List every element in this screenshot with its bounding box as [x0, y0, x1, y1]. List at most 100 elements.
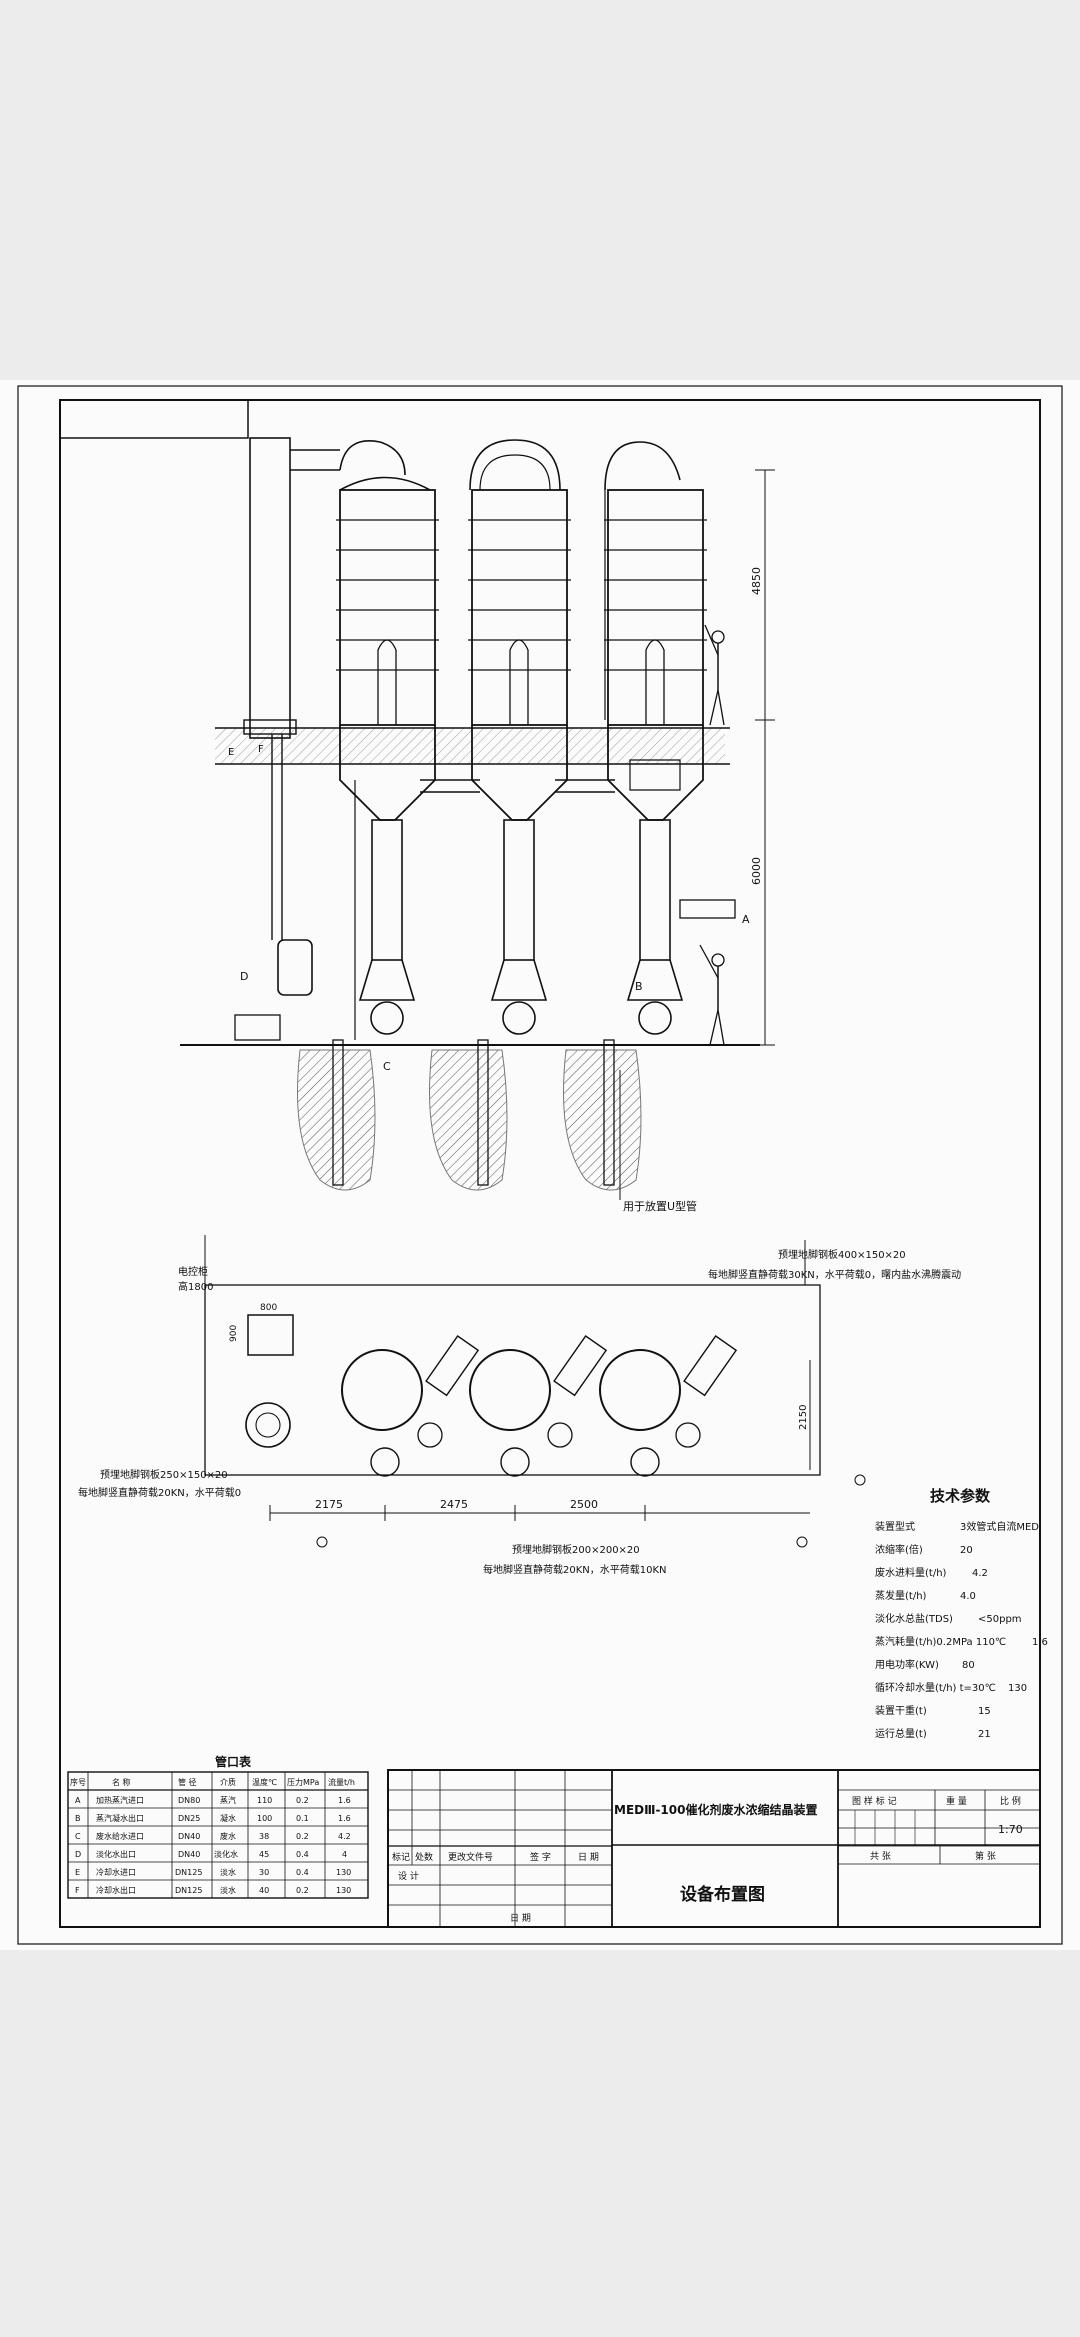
nozzle-cell: 0.2	[296, 1886, 309, 1895]
foundation-pit-2	[429, 1049, 508, 1191]
dim-2175: 2175	[315, 1498, 343, 1511]
nozzle-cell: 1.6	[338, 1796, 351, 1805]
param-label: 循环冷却水量(t/h) t=30℃	[875, 1681, 996, 1694]
tb-date: 日 期	[510, 1913, 531, 1924]
nozzle-table: 管口表 序号 名 称 管 径 介质 温度℃ 压力MPa 流量t/h A 加热蒸汽…	[67, 1754, 369, 1899]
nozzle-cell: 0.2	[296, 1796, 309, 1805]
steam-valve-set	[679, 899, 736, 919]
plan-effect-3	[599, 1349, 681, 1431]
tb-stage-mark: 图 样 标 记	[852, 1795, 897, 1807]
plan-effect-2	[469, 1349, 551, 1431]
tb-scale-label: 比 例	[1000, 1795, 1021, 1807]
nozzle-cell: DN80	[178, 1796, 200, 1805]
platform-hatch	[215, 728, 725, 764]
foundation-pit-1	[297, 1049, 376, 1191]
nozzle-cell: 30	[259, 1868, 269, 1877]
nozzle-cell: 加热蒸汽进口	[96, 1795, 144, 1805]
operator-figure-lower	[699, 944, 725, 1046]
nozzle-cell: 130	[336, 1868, 351, 1877]
label-E: E	[228, 747, 234, 758]
nozzle-cell: 废水	[220, 1831, 236, 1841]
tb-weight: 重 量	[946, 1795, 967, 1807]
nozzle-cell: 110	[257, 1796, 272, 1805]
plate-bottom-note-1: 预埋地脚钢板200×200×20	[512, 1543, 640, 1556]
tb-col-sign: 签 字	[530, 1851, 551, 1863]
param-label: 运行总量(t)	[875, 1727, 927, 1740]
plan-condenser	[245, 1402, 291, 1448]
nozzle-cell: E	[75, 1868, 80, 1877]
title-block: 标记 处数 更改文件号 签 字 日 期 设 计 日 期 MEDⅢ-100催化剂废…	[387, 1769, 1041, 1928]
project-title: MEDⅢ-100催化剂废水浓缩结晶装置	[614, 1802, 817, 1817]
u-tube-note: 用于放置U型管	[623, 1199, 697, 1213]
condenser-column	[243, 437, 340, 996]
nozzle-cell: 废水给水进口	[96, 1831, 144, 1841]
nozzle-header: 介质	[220, 1777, 236, 1787]
tb-col-count: 处数	[415, 1851, 433, 1863]
foundation-pit-3	[563, 1049, 642, 1191]
dim-lower-height: 6000	[750, 857, 763, 885]
nozzle-cell: 100	[257, 1814, 272, 1823]
nozzle-header: 名 称	[112, 1777, 131, 1787]
dim-800: 800	[260, 1303, 277, 1313]
evaporator-effect-3	[604, 441, 707, 1035]
cabinet-note-2: 高1800	[178, 1280, 213, 1293]
plan-effect-1	[341, 1349, 423, 1431]
nozzle-header: 压力MPa	[287, 1777, 319, 1787]
param-value: 15	[978, 1706, 991, 1717]
nozzle-cell: 4	[342, 1850, 347, 1859]
nozzle-cell: 130	[336, 1886, 351, 1895]
cabinet-note-1: 电控柜	[178, 1265, 208, 1278]
tech-params: 技术参数 装置型式 3效管式自流MED 浓缩率(倍) 20 废水进料量(t/h)…	[875, 1487, 1048, 1740]
corner-box	[59, 399, 249, 439]
param-label: 淡化水总盐(TDS)	[875, 1612, 953, 1625]
dim-2475: 2475	[440, 1498, 468, 1511]
nozzle-cell: DN125	[175, 1886, 202, 1895]
nozzle-cell: 冷却水进口	[96, 1867, 136, 1877]
evaporator-effect-1	[336, 440, 439, 1040]
drawing-name: 设备布置图	[680, 1884, 765, 1905]
nozzle-cell: 蒸汽	[220, 1795, 236, 1805]
nozzle-cell: 1.6	[338, 1814, 351, 1823]
tb-design: 设 计	[398, 1870, 419, 1882]
inner-frame	[59, 399, 1041, 1928]
label-C: C	[383, 1060, 391, 1073]
param-label: 装置干重(t)	[875, 1704, 927, 1717]
nozzle-header: 管 径	[178, 1777, 197, 1787]
param-label: 废水进料量(t/h)	[875, 1566, 947, 1579]
nozzle-cell: DN40	[178, 1850, 200, 1859]
param-label: 蒸汽耗量(t/h)0.2MPa 110℃	[875, 1635, 1006, 1648]
param-value: 80	[962, 1660, 975, 1671]
pump-skid	[234, 1014, 281, 1041]
tech-params-title: 技术参数	[930, 1487, 991, 1505]
param-value: 4.0	[960, 1591, 976, 1602]
param-value: 3效管式自流MED	[960, 1520, 1039, 1533]
param-value: 130	[1008, 1683, 1027, 1694]
plate-left-note-2: 每地脚竖直静荷载20KN，水平荷载0	[78, 1486, 241, 1499]
dim-upper-height: 4850	[750, 567, 763, 595]
dim-2500: 2500	[570, 1498, 598, 1511]
nozzle-cell: DN125	[175, 1868, 202, 1877]
nozzle-cell: 4.2	[338, 1832, 351, 1841]
nozzle-cell: 蒸汽凝水出口	[96, 1813, 144, 1823]
tb-col-mark: 标记	[392, 1851, 410, 1863]
evaporator-effect-2	[468, 439, 571, 1035]
nozzle-cell: C	[75, 1832, 81, 1841]
plan-view: 电控柜 高1800 800 900 2150 2175 2475 2500 预埋…	[78, 1235, 961, 1576]
label-F: F	[258, 744, 264, 755]
nozzle-cell: 0.1	[296, 1814, 309, 1823]
nozzle-cell: 0.4	[296, 1868, 309, 1877]
param-label: 装置型式	[875, 1520, 915, 1533]
param-label: 蒸发量(t/h)	[875, 1589, 927, 1602]
drawing-sheet: 4850 6000 E F D C A B 用于放置U型管	[0, 380, 1080, 1950]
plate-top-note-1: 预埋地脚钢板400×150×20	[778, 1248, 906, 1261]
tb-scale: 1:70	[998, 1823, 1023, 1836]
nozzle-cell: 40	[259, 1886, 269, 1895]
nozzle-header: 温度℃	[252, 1777, 277, 1787]
tb-total-sheets: 共 张	[870, 1851, 891, 1862]
tb-col-date: 日 期	[578, 1852, 599, 1863]
nozzle-cell: 45	[259, 1850, 269, 1859]
param-value: 20	[960, 1545, 973, 1556]
equipment-layout-drawing: 4850 6000 E F D C A B 用于放置U型管	[17, 385, 1063, 1945]
nozzle-header: 流量t/h	[328, 1777, 355, 1787]
param-value: 4.2	[972, 1568, 988, 1579]
